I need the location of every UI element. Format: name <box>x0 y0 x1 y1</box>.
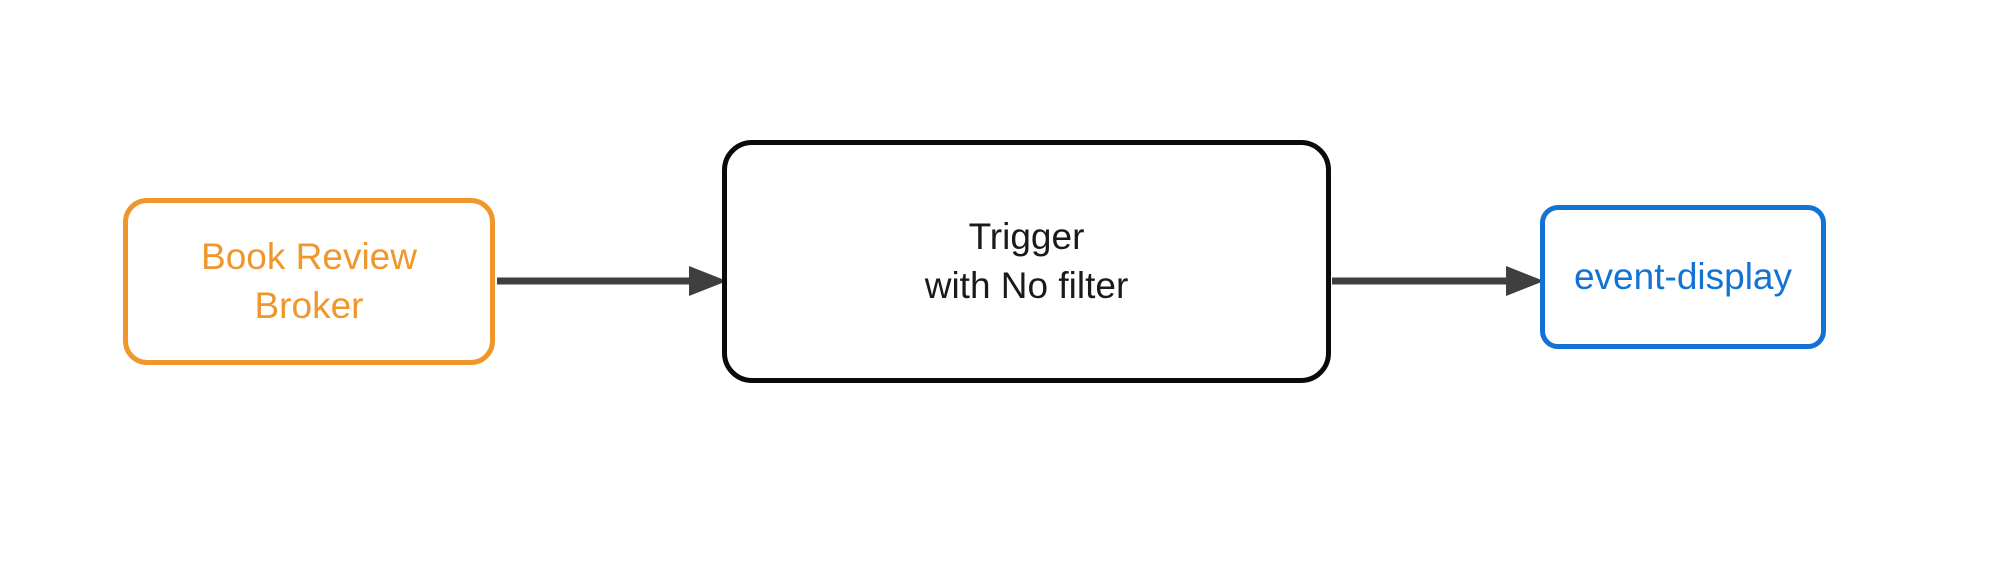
edge-trigger-to-sink <box>1328 264 1544 298</box>
arrowhead-icon <box>689 266 727 296</box>
node-event-display-label: event-display <box>1573 255 1792 297</box>
node-event-display[interactable]: event-display <box>1540 205 1826 349</box>
node-trigger-with-no-filter[interactable]: Trigger with No filter <box>722 140 1331 383</box>
arrowhead-icon <box>1506 266 1544 296</box>
node-book-review-broker-label: Book Review Broker <box>201 236 417 326</box>
edge-source-to-trigger <box>493 264 727 298</box>
node-book-review-broker[interactable]: Book Review Broker <box>123 198 495 365</box>
node-trigger-label: Trigger with No filter <box>924 216 1129 306</box>
